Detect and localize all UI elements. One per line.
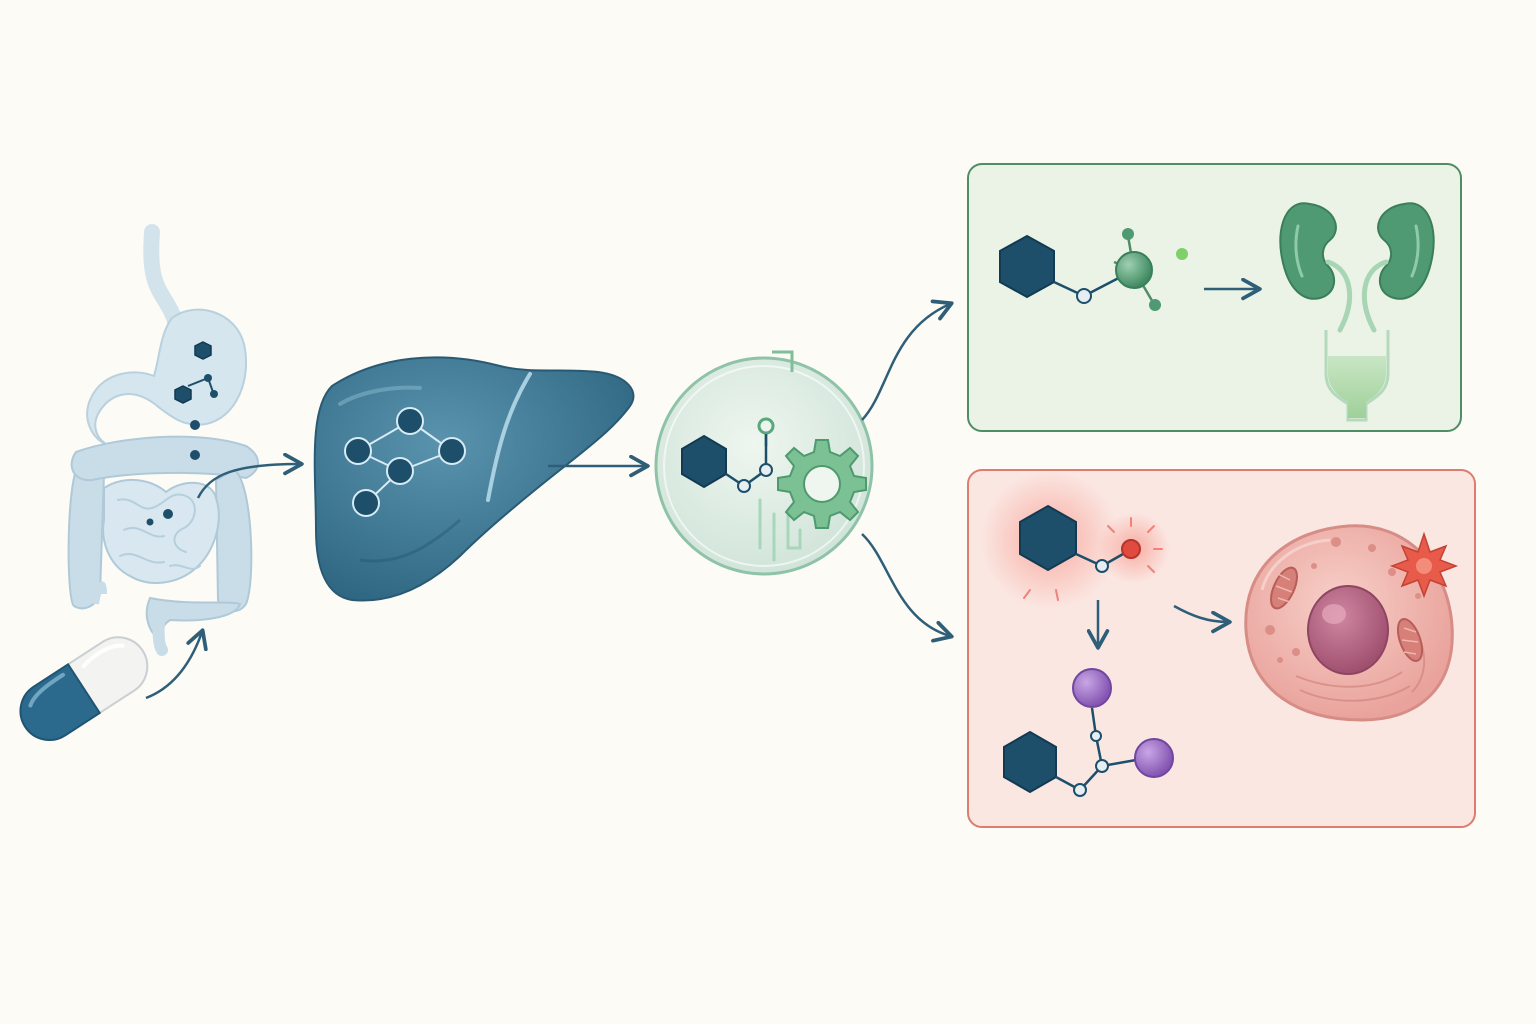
conjugate-atom [1122, 228, 1134, 240]
gut-molecule-dot [146, 518, 154, 526]
conjugate-atom [1149, 299, 1161, 311]
gut-molecule-dot [204, 374, 212, 382]
cell-vesicles [1265, 537, 1421, 663]
safe-bond-node [1076, 288, 1092, 304]
gut-molecules [146, 341, 218, 526]
conjugate-group [1115, 251, 1153, 289]
liver-drug-particle [344, 437, 372, 465]
damage-burst-icon [1389, 531, 1459, 599]
safe-drug-hexagon [999, 234, 1055, 299]
protein-adduct-ball [1072, 668, 1112, 708]
gut-hexagon-small [174, 385, 192, 404]
adduct-bond-node [1095, 759, 1109, 773]
enzyme-metabolism-circle [654, 350, 874, 576]
liver-icon [313, 356, 635, 602]
liver-molecules [344, 407, 466, 517]
gut-molecule-dot [190, 420, 200, 430]
cell-icon [1244, 524, 1454, 722]
toxic-drug-hexagon [1019, 504, 1077, 572]
gut-molecule-dot [163, 509, 173, 519]
liver-drug-particle [352, 489, 380, 517]
arrow-enzyme-to-toxic-pathway [861, 533, 954, 643]
mitochondrion [1396, 618, 1424, 662]
conjugate-atom [1176, 248, 1188, 260]
intestine-icon [67, 435, 259, 656]
liver-drug-particle [396, 407, 424, 435]
enzyme-drug-hexagon [681, 434, 727, 489]
arrow-capsule-to-gut [145, 628, 208, 700]
gut-group [67, 224, 259, 656]
gut-hexagon-small [194, 341, 212, 360]
arrow-enzyme-to-safe-pathway [861, 299, 954, 421]
reactive-atom [1121, 539, 1141, 559]
liver-drug-particle [438, 437, 466, 465]
gut-molecule-dot [210, 390, 218, 398]
toxic-pathway-panel [967, 469, 1476, 828]
adduct-bond-node [1073, 783, 1087, 797]
adduct-bond-node [1090, 730, 1102, 742]
enzyme-bond-node [737, 479, 751, 493]
enzyme-gear-icon [777, 439, 867, 529]
arrow-gut-to-liver [196, 452, 304, 499]
safe-pathway-panel [967, 163, 1462, 432]
arrow-metabolite-to-cell [1173, 604, 1232, 634]
liver-drug-particle [386, 457, 414, 485]
reactive-spark-lines [1023, 517, 1163, 601]
protein-adduct-ball [1134, 738, 1174, 778]
bladder-icon [1324, 330, 1390, 422]
mitochondrion [1270, 566, 1298, 610]
cell-nucleus [1307, 585, 1389, 675]
capsule-icon [19, 636, 149, 741]
toxic-bond-node [1095, 559, 1109, 573]
enzyme-bond-node [759, 463, 773, 477]
kidney-icon [1279, 202, 1435, 300]
esophagus [143, 224, 184, 338]
stomach-icon [86, 308, 248, 447]
gut-molecule-dot [190, 450, 200, 460]
adduct-drug-hexagon [1003, 730, 1057, 794]
